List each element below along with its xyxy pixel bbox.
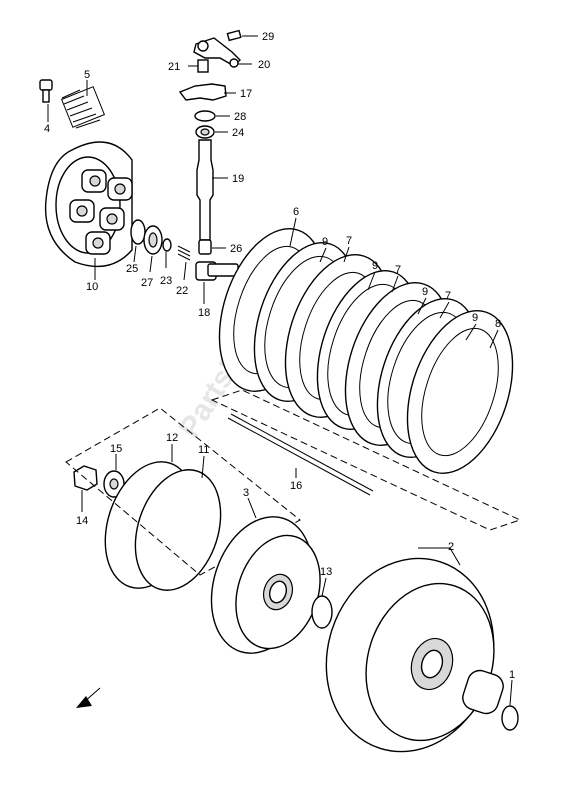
callout-1: 1	[509, 669, 515, 681]
callout-2: 2	[448, 541, 454, 553]
callout-9c: 9	[422, 286, 428, 298]
spring-seat	[134, 469, 222, 591]
callout-17: 17	[240, 88, 252, 100]
callout-7c: 7	[445, 290, 451, 302]
callout-10: 10	[86, 281, 98, 293]
callout-25: 25	[126, 263, 138, 275]
callout-18: 18	[198, 307, 210, 319]
callout-27: 27	[141, 277, 153, 289]
callout-11: 11	[198, 444, 209, 456]
callout-5: 5	[84, 69, 90, 81]
callout-7a: 7	[346, 235, 352, 247]
adjusting-screw	[177, 245, 191, 261]
callouts: 29 21 20 5 17 28 4 24 19 6 9 7 26 9 7 25…	[44, 31, 515, 681]
pressure-plate-bolt	[39, 79, 53, 103]
callout-13: 13	[320, 566, 332, 578]
callout-28: 28	[234, 111, 246, 123]
callout-14: 14	[76, 515, 88, 527]
callout-15: 15	[110, 443, 122, 455]
clutch-spring	[60, 86, 106, 129]
callout-7b: 7	[395, 264, 401, 276]
release-arm-assembly	[178, 29, 242, 101]
small-washer	[162, 238, 172, 252]
callout-12: 12	[166, 432, 178, 444]
callout-23: 23	[160, 275, 172, 287]
callout-24: 24	[232, 127, 244, 139]
front-arrow-icon	[76, 687, 101, 708]
callout-22: 22	[176, 285, 188, 297]
thrust-washer	[130, 219, 146, 245]
callout-4: 4	[44, 123, 50, 135]
clutch-sleeve-hub	[210, 516, 321, 654]
callout-9b: 9	[372, 260, 378, 272]
callout-8: 8	[495, 318, 501, 330]
leader-lines	[47, 35, 513, 706]
callout-21: 21	[168, 61, 180, 73]
callout-3: 3	[243, 487, 249, 499]
callout-6: 6	[293, 206, 299, 218]
callout-9a: 9	[322, 236, 328, 248]
primary-driven-gear	[325, 557, 495, 753]
callout-16: 16	[290, 480, 302, 492]
spacer	[462, 669, 504, 715]
spacer-washer	[501, 705, 519, 731]
clutch-plate-stack	[218, 228, 514, 474]
callout-19: 19	[232, 173, 244, 185]
pressure-plate	[44, 141, 133, 268]
thrust-washer-13	[311, 595, 333, 629]
callout-26: 26	[230, 243, 242, 255]
callout-29: 29	[262, 31, 274, 43]
push-rod	[210, 389, 522, 531]
callout-9d: 9	[472, 312, 478, 324]
callout-20: 20	[258, 59, 270, 71]
